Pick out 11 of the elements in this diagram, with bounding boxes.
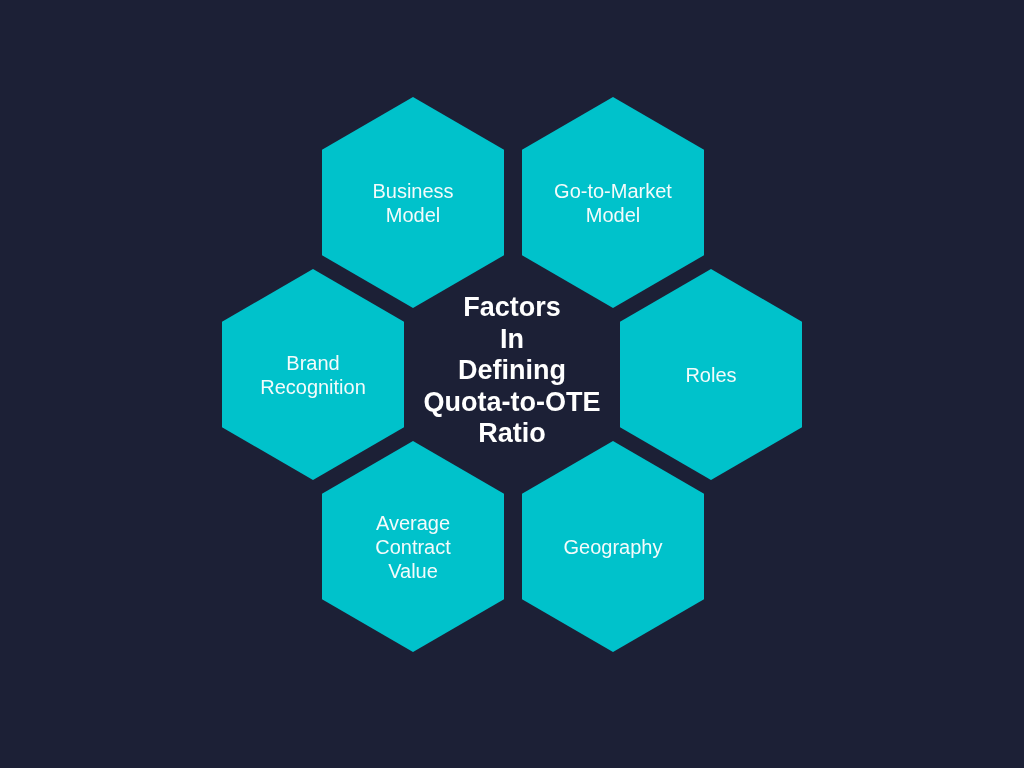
factor-label: Brand Recognition	[259, 350, 367, 399]
factor-label: Geography	[563, 534, 663, 559]
factor-label: Go-to-Market Model	[553, 178, 673, 227]
factor-label: Average Contract Value	[374, 510, 452, 583]
hexagon-tile	[522, 441, 704, 652]
hexagon-tile	[222, 269, 404, 480]
factor-label: Roles	[685, 362, 737, 387]
diagram-title: Factors In Defining Quota-to-OTE Ratio	[423, 292, 601, 450]
hexagon-tile	[322, 441, 504, 652]
factor-label: Business Model	[371, 178, 455, 227]
hexagon-tile	[620, 269, 802, 480]
